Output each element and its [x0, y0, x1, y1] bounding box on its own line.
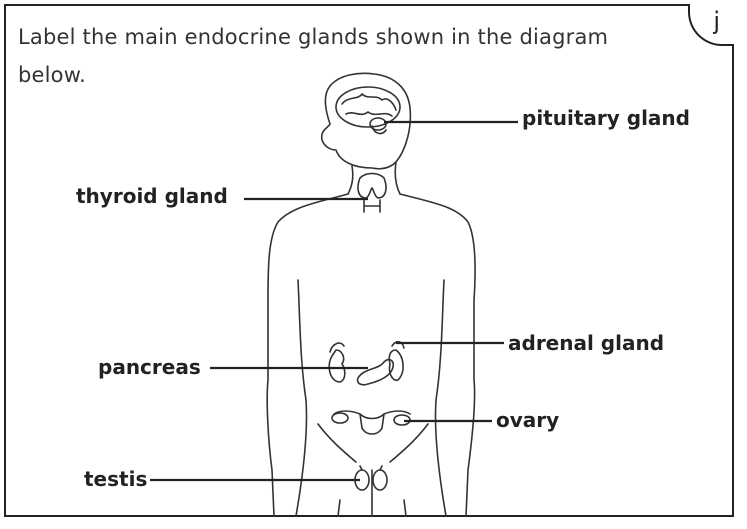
pancreas-shape — [358, 360, 394, 385]
hip-lines — [318, 424, 428, 462]
ovary-left-shape — [332, 413, 348, 423]
label-thyroid-gland: thyroid gland — [76, 184, 228, 208]
inner-arm-right — [435, 280, 446, 516]
testis-right-shape — [373, 470, 387, 490]
fallopian-right — [384, 411, 410, 414]
label-testis: testis — [84, 467, 147, 491]
label-adrenal-gland: adrenal gland — [508, 331, 664, 355]
neck-outline — [348, 162, 400, 194]
label-ovary: ovary — [496, 408, 559, 432]
thyroid-shape — [358, 174, 386, 199]
kidney-right — [389, 350, 403, 380]
label-pituitary-gland: pituitary gland — [522, 106, 690, 130]
torso-outline — [267, 194, 348, 516]
uterus-shape — [360, 414, 384, 434]
label-pancreas: pancreas — [98, 355, 201, 379]
kidney-left — [329, 350, 345, 382]
